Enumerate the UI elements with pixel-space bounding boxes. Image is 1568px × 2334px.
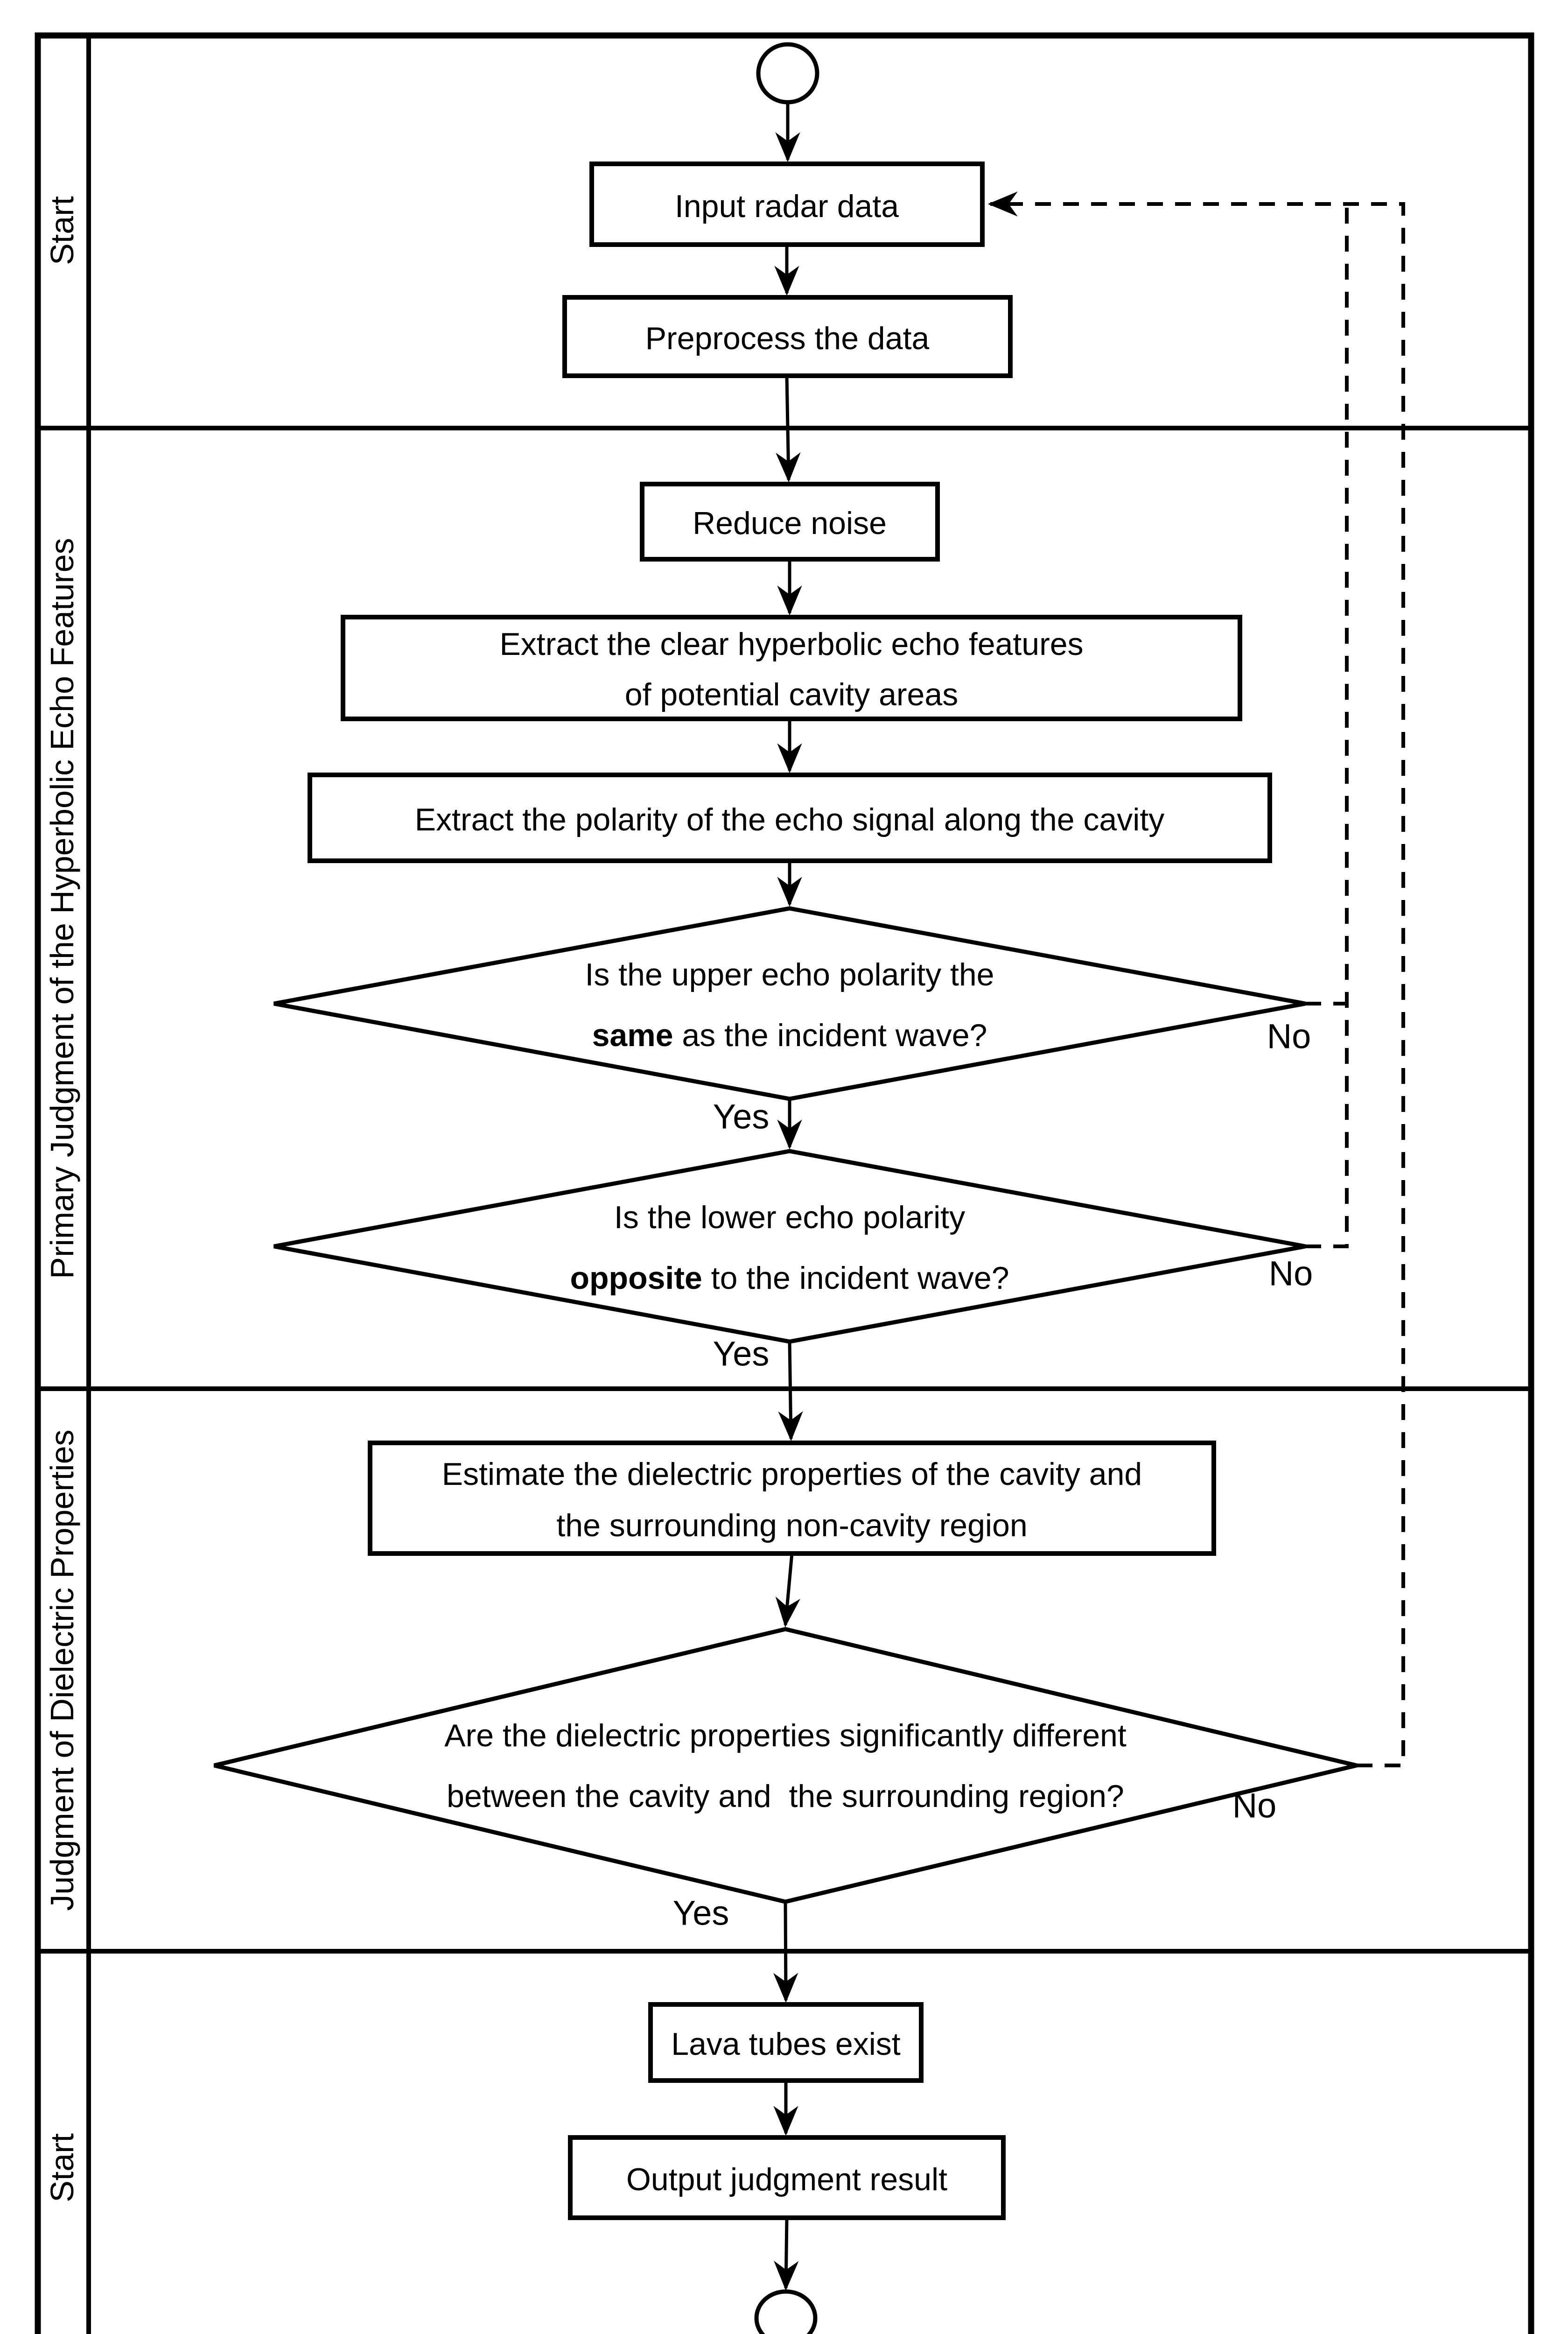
lane-label-start-bottom: Start xyxy=(44,2133,80,2202)
lane-label-primary-judgment: Primary Judgment of the Hyperbolic Echo … xyxy=(44,538,80,1279)
decision-lower-polarity-line2-rest: to the incident wave? xyxy=(702,1260,1009,1296)
decision-upper-polarity-bold-word: same xyxy=(592,1018,673,1053)
decision-upper-polarity-line2: same as the incident wave? xyxy=(592,1018,987,1053)
arrow-preprocess-to-reduce xyxy=(776,376,801,483)
start-terminal-circle xyxy=(756,42,819,105)
node-output-result: Output judgment result xyxy=(568,2135,1006,2220)
end-terminal-circle xyxy=(754,2289,818,2334)
decision-upper-polarity: Is the upper echo polarity the same as t… xyxy=(273,906,1311,1136)
node-input-radar: Input radar data xyxy=(589,162,985,247)
node-extract-features-line2: of potential cavity areas xyxy=(625,677,958,712)
lane-label-dielectric-judgment: Judgment of Dielectric Properties xyxy=(44,1430,80,1911)
decision2-yes-label: Yes xyxy=(713,1335,770,1373)
node-extract-polarity: Extract the polarity of the echo signal … xyxy=(308,773,1272,863)
outer-border xyxy=(35,32,1534,2334)
decision-dielectric-line2: between the cavity and the surrounding r… xyxy=(447,1779,1124,1814)
decision-lower-polarity-line2: opposite to the incident wave? xyxy=(570,1260,1009,1296)
decision-lower-polarity: Is the lower echo polarity opposite to t… xyxy=(273,1149,1313,1373)
decision-lower-polarity-line1: Is the lower echo polarity xyxy=(614,1200,965,1235)
node-preprocess-label: Preprocess the data xyxy=(645,321,930,356)
node-output-result-label: Output judgment result xyxy=(626,2162,947,2197)
arrow-output-to-end xyxy=(774,2217,799,2291)
node-extract-features: Extract the clear hyperbolic echo featur… xyxy=(341,615,1242,721)
node-input-radar-label: Input radar data xyxy=(675,189,899,224)
swimlane-frame: Start Primary Judgment of the Hyperbolic… xyxy=(35,32,1534,2334)
decision3-yes-label: Yes xyxy=(673,1894,729,1933)
decision-lower-polarity-bold-word: opposite xyxy=(570,1260,702,1296)
dashed-no-riser-outer-to-input xyxy=(987,191,1405,1767)
decision1-no-label: No xyxy=(1267,1017,1311,1056)
dashed-no-riser-inner xyxy=(1305,206,1349,1248)
lane-label-start-top: Start xyxy=(44,196,80,265)
arrow-decision3-yes xyxy=(773,1901,798,2003)
node-lava-tubes-label: Lava tubes exist xyxy=(671,2026,901,2062)
decision1-yes-label: Yes xyxy=(713,1097,770,1136)
no-feedback-lines xyxy=(987,191,1405,1767)
decision3-no-label: No xyxy=(1232,1786,1277,1825)
node-lava-tubes: Lava tubes exist xyxy=(648,2002,924,2083)
arrow-estimate-to-decision3 xyxy=(775,1553,800,1628)
arrow-decision2-yes xyxy=(778,1341,803,1441)
node-extract-features-line1: Extract the clear hyperbolic echo featur… xyxy=(499,626,1083,662)
node-preprocess: Preprocess the data xyxy=(562,295,1013,378)
decision-upper-polarity-line2-rest: as the incident wave? xyxy=(673,1018,987,1053)
node-reduce-noise-label: Reduce noise xyxy=(693,506,887,541)
node-reduce-noise: Reduce noise xyxy=(640,482,940,562)
decision-upper-polarity-line1: Is the upper echo polarity the xyxy=(585,957,994,992)
decision-dielectric-line1: Are the dielectric properties significan… xyxy=(444,1718,1127,1753)
node-estimate-line1: Estimate the dielectric properties of th… xyxy=(442,1456,1142,1492)
node-estimate-dielectric: Estimate the dielectric properties of th… xyxy=(368,1441,1216,1556)
decision2-no-label: No xyxy=(1269,1254,1313,1293)
decision-dielectric-difference: Are the dielectric properties significan… xyxy=(213,1627,1358,1933)
node-estimate-line2: the surrounding non-cavity region xyxy=(556,1508,1027,1543)
flow-arrows xyxy=(773,104,803,2291)
node-extract-polarity-label: Extract the polarity of the echo signal … xyxy=(415,802,1164,837)
